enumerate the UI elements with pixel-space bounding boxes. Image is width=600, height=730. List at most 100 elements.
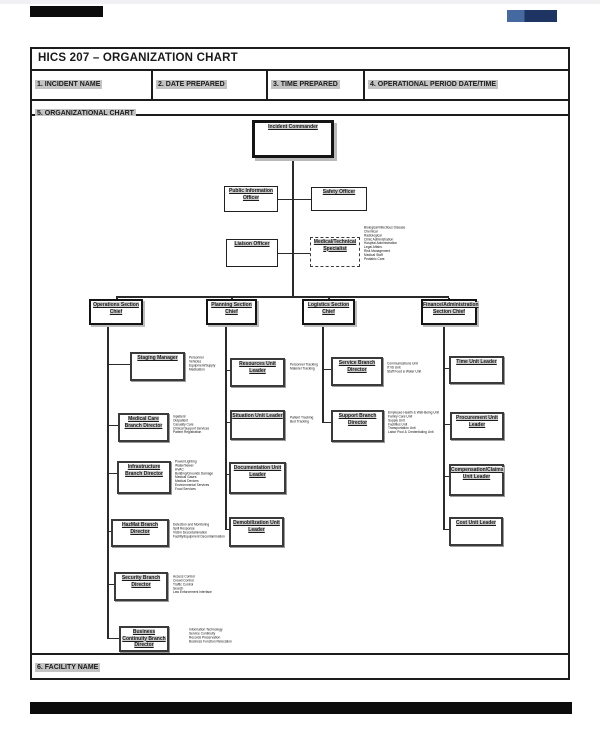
org-node-title: Safety Officer: [322, 189, 356, 195]
org-chart-connector: [443, 325, 445, 530]
org-node-support-branch-director: Support Branch Director: [331, 410, 384, 442]
org-node-logistics-section-chief: Logistics Section Chief: [302, 299, 355, 325]
org-node-title: Situation Unit Leader: [232, 413, 283, 419]
unit-list-item: Medical Gases: [175, 475, 197, 480]
operational-period-field[interactable]: 4. OPERATIONAL PERIOD DATE/TIME: [365, 71, 568, 99]
form-title: HICS 207 – ORGANIZATION CHART: [32, 49, 568, 71]
unit-list-item: Search: [173, 586, 184, 591]
date-prepared-field[interactable]: 2. DATE PREPARED: [153, 71, 268, 99]
unit-list-item: Facilities Unit: [388, 422, 408, 427]
unit-list-item: Access Control: [173, 575, 195, 579]
unit-list-item: Patient Registration: [173, 430, 202, 435]
org-chart-connector: [443, 424, 450, 425]
unit-list-item: Traffic Control: [173, 582, 194, 587]
org-chart-connector: [443, 529, 449, 530]
org-node-title: Compensation/Claims Unit Leader: [451, 467, 504, 480]
unit-list-item: Food Services: [175, 487, 196, 492]
section-5-label: 5. ORGANIZATIONAL CHART: [35, 109, 136, 119]
org-node-title: Medical Care Branch Director: [124, 416, 163, 429]
section-6-label: 6. FACILITY NAME: [35, 663, 101, 673]
unit-list-item: Medical Staff: [364, 253, 383, 258]
org-node-medical-technical-specialist: Medical/Technical Specialist: [310, 237, 360, 267]
unit-list-item: Medication: [189, 367, 205, 372]
date-prepared-label: 2. DATE PREPARED: [156, 80, 227, 90]
org-node-hazmat-branch-director: HazMat Branch Director: [111, 519, 169, 547]
org-node-title: Support Branch Director: [338, 413, 377, 426]
unit-list-item: Biological/Infectious Disease: [364, 226, 406, 230]
hics-207-form: HICS 207 – ORGANIZATION CHART 1. INCIDEN…: [30, 47, 570, 680]
facility-name-field[interactable]: 6. FACILITY NAME: [32, 655, 568, 678]
org-node-service-branch-director: Service Branch Director: [331, 357, 383, 386]
org-node-planning-section-chief: Planning Section Chief: [206, 299, 257, 325]
unit-list-item: Staff Food & Water Unit: [387, 369, 422, 374]
scan-artifact-black-bar-top: [30, 6, 103, 17]
org-node-public-information-officer: Public Information Officer: [224, 186, 278, 212]
time-prepared-label: 3. TIME PREPARED: [271, 80, 340, 90]
incident-name-field[interactable]: 1. INCIDENT NAME: [32, 71, 153, 99]
unit-list-item: Equipment/Supply: [189, 363, 216, 368]
org-chart-connector: [107, 531, 111, 532]
unit-list-item: Clinic Administration: [364, 237, 394, 242]
unit-list-item: Outpatient: [173, 418, 189, 423]
org-chart-connector: [443, 476, 449, 477]
org-chart-connector: [107, 638, 119, 639]
incident-name-label: 1. INCIDENT NAME: [35, 80, 103, 90]
unit-list-item: Business Function Relocation: [189, 639, 232, 644]
org-node-title: Business Continuity Branch Director: [122, 629, 166, 648]
org-chart-connector: [322, 422, 331, 423]
org-node-title: Finance/Administration Section Chief: [423, 302, 479, 315]
org-node-incident-commander: Incident Commander: [252, 120, 334, 158]
org-chart-connector: [292, 158, 294, 298]
unit-list-item: Clinical Support Services: [173, 426, 210, 431]
unit-list-item: Victim Decontamination: [173, 530, 208, 535]
org-node-title: Infrastructure Branch Director: [125, 464, 163, 477]
org-chart-connector: [107, 364, 130, 365]
org-node-procurement-unit-leader: Procurement Unit Leader: [450, 412, 504, 440]
org-node-demobilization-unit-leader: Demobilization Unit Leader: [229, 517, 284, 547]
unit-list-item: Water/Sewer: [175, 463, 194, 468]
time-prepared-field[interactable]: 3. TIME PREPARED: [268, 71, 365, 99]
org-node-staging-manager: Staging Manager: [130, 352, 185, 381]
org-chart-connector: [225, 422, 230, 423]
unit-list-item: Risk Management: [364, 249, 391, 254]
org-node-title: Security Branch Director: [121, 575, 161, 588]
section-5-header: 5. ORGANIZATIONAL CHART: [32, 101, 568, 119]
unit-list-item: Radiological: [364, 233, 382, 238]
unit-list-item: Vehicles: [189, 359, 202, 364]
org-node-title: Cost Unit Leader: [455, 520, 496, 526]
unit-list-item: Materiel Tracking: [290, 366, 315, 371]
unit-list-item: Pediatric Care: [364, 257, 385, 262]
unit-list-item: Law Enforcement Interface: [173, 590, 212, 595]
unit-list-item: IT/IS Unit: [387, 365, 401, 370]
org-node-title: Operations Section Chief: [93, 302, 139, 315]
unit-list-item: Transportation Unit: [388, 426, 416, 431]
org-node-title: Public Information Officer: [229, 188, 273, 201]
org-node-title: Service Branch Director: [338, 360, 376, 373]
unit-list-item: Detection and Monitoring: [173, 523, 210, 527]
unit-list-item: Medical Devices: [175, 479, 199, 484]
org-chart-connector: [278, 199, 311, 200]
org-node-title: Procurement Unit Leader: [456, 415, 498, 428]
unit-list-item: Communications Unit: [387, 362, 418, 366]
org-node-time-unit-leader: Time Unit Leader: [449, 356, 504, 384]
org-node-title: Documentation Unit Leader: [233, 465, 282, 478]
scan-artifact-black-bar-bottom: [30, 702, 572, 714]
unit-list-item: Facility/Equipment Decontamination: [173, 534, 225, 539]
org-chart-connector: [107, 473, 117, 474]
unit-list-item: Bed Tracking: [290, 419, 309, 424]
org-node-medical-care-branch-director: Medical Care Branch Director: [118, 413, 169, 442]
unit-list-item: Information Technology: [189, 628, 223, 632]
org-node-title: Resources Unit Leader: [239, 361, 276, 374]
org-node-title: Demobilization Unit Leader: [233, 520, 280, 533]
org-node-title: Planning Section Chief: [211, 302, 252, 315]
unit-list-item: Hospital Administration: [364, 241, 398, 246]
